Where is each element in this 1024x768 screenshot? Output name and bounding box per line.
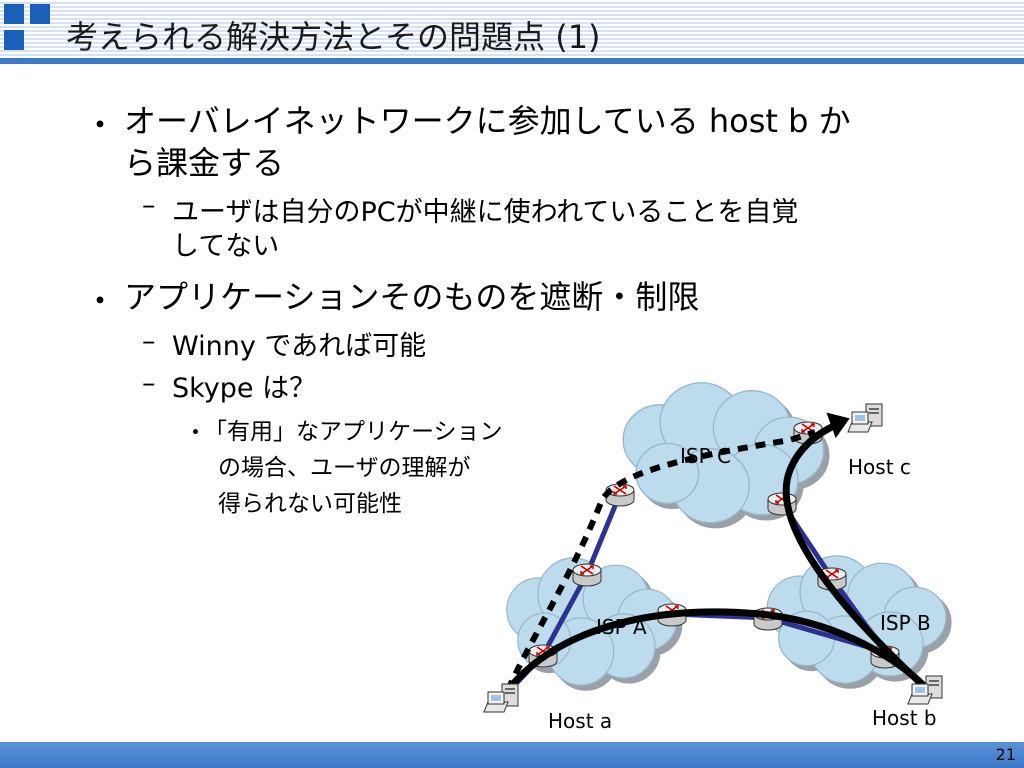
- computer-icon: [483, 683, 519, 713]
- footer-bar: 21: [0, 742, 1024, 768]
- host-label: Host a: [548, 709, 612, 733]
- host-label: Host b: [872, 706, 937, 730]
- isp-label: ISP A: [596, 615, 647, 639]
- bullet-text: アプリケーションそのものを遮断・制限: [124, 278, 700, 316]
- router-icon: [572, 563, 602, 587]
- sub-bullet-text: Skype は？: [172, 373, 317, 404]
- isp-label: ISP C: [680, 444, 731, 468]
- sub-bullet-text: してない: [172, 231, 280, 262]
- relay-path-dotted: [505, 429, 816, 692]
- direct-path-a-b: [505, 608, 931, 693]
- slide-title: 考えられる解決方法とその問題点 (1): [66, 18, 601, 56]
- sub-sub-bullet-text: の場合、ユーザの理解が: [218, 455, 471, 481]
- sub-sub-bullet-text: 「有用」なアプリケーション: [204, 419, 503, 445]
- bullet-text: ら課金する: [124, 144, 285, 182]
- sub-bullet-marker: –: [142, 368, 156, 399]
- title-underline: [0, 58, 1024, 64]
- host-label: Host c: [848, 455, 911, 479]
- sub-bullet-marker: –: [142, 326, 156, 357]
- relay-path-b-c: [782, 420, 931, 693]
- sub-bullet-marker: –: [142, 190, 156, 221]
- bullet-text: オーバレイネットワークに参加している host b か: [124, 102, 851, 140]
- router-icon: [605, 483, 635, 507]
- page-number: 21: [995, 745, 1016, 764]
- bullet-marker: ・: [84, 282, 117, 320]
- computer-icon: [847, 403, 883, 433]
- sub-sub-bullet-text: 得られない可能性: [218, 491, 402, 517]
- sub-bullet-text: Winny であれば可能: [172, 331, 427, 362]
- sub-sub-bullet-marker: ・: [184, 420, 207, 446]
- title-bar: [0, 0, 1024, 62]
- logo-icon: [4, 4, 56, 56]
- arrow-head-icon: [826, 412, 850, 439]
- isp-label: ISP B: [880, 611, 931, 635]
- overlay-paths: [505, 412, 931, 693]
- sub-bullet-text: ユーザは自分のPCが中継に使われていることを自覚: [172, 197, 799, 228]
- bullet-marker: ・: [84, 106, 117, 144]
